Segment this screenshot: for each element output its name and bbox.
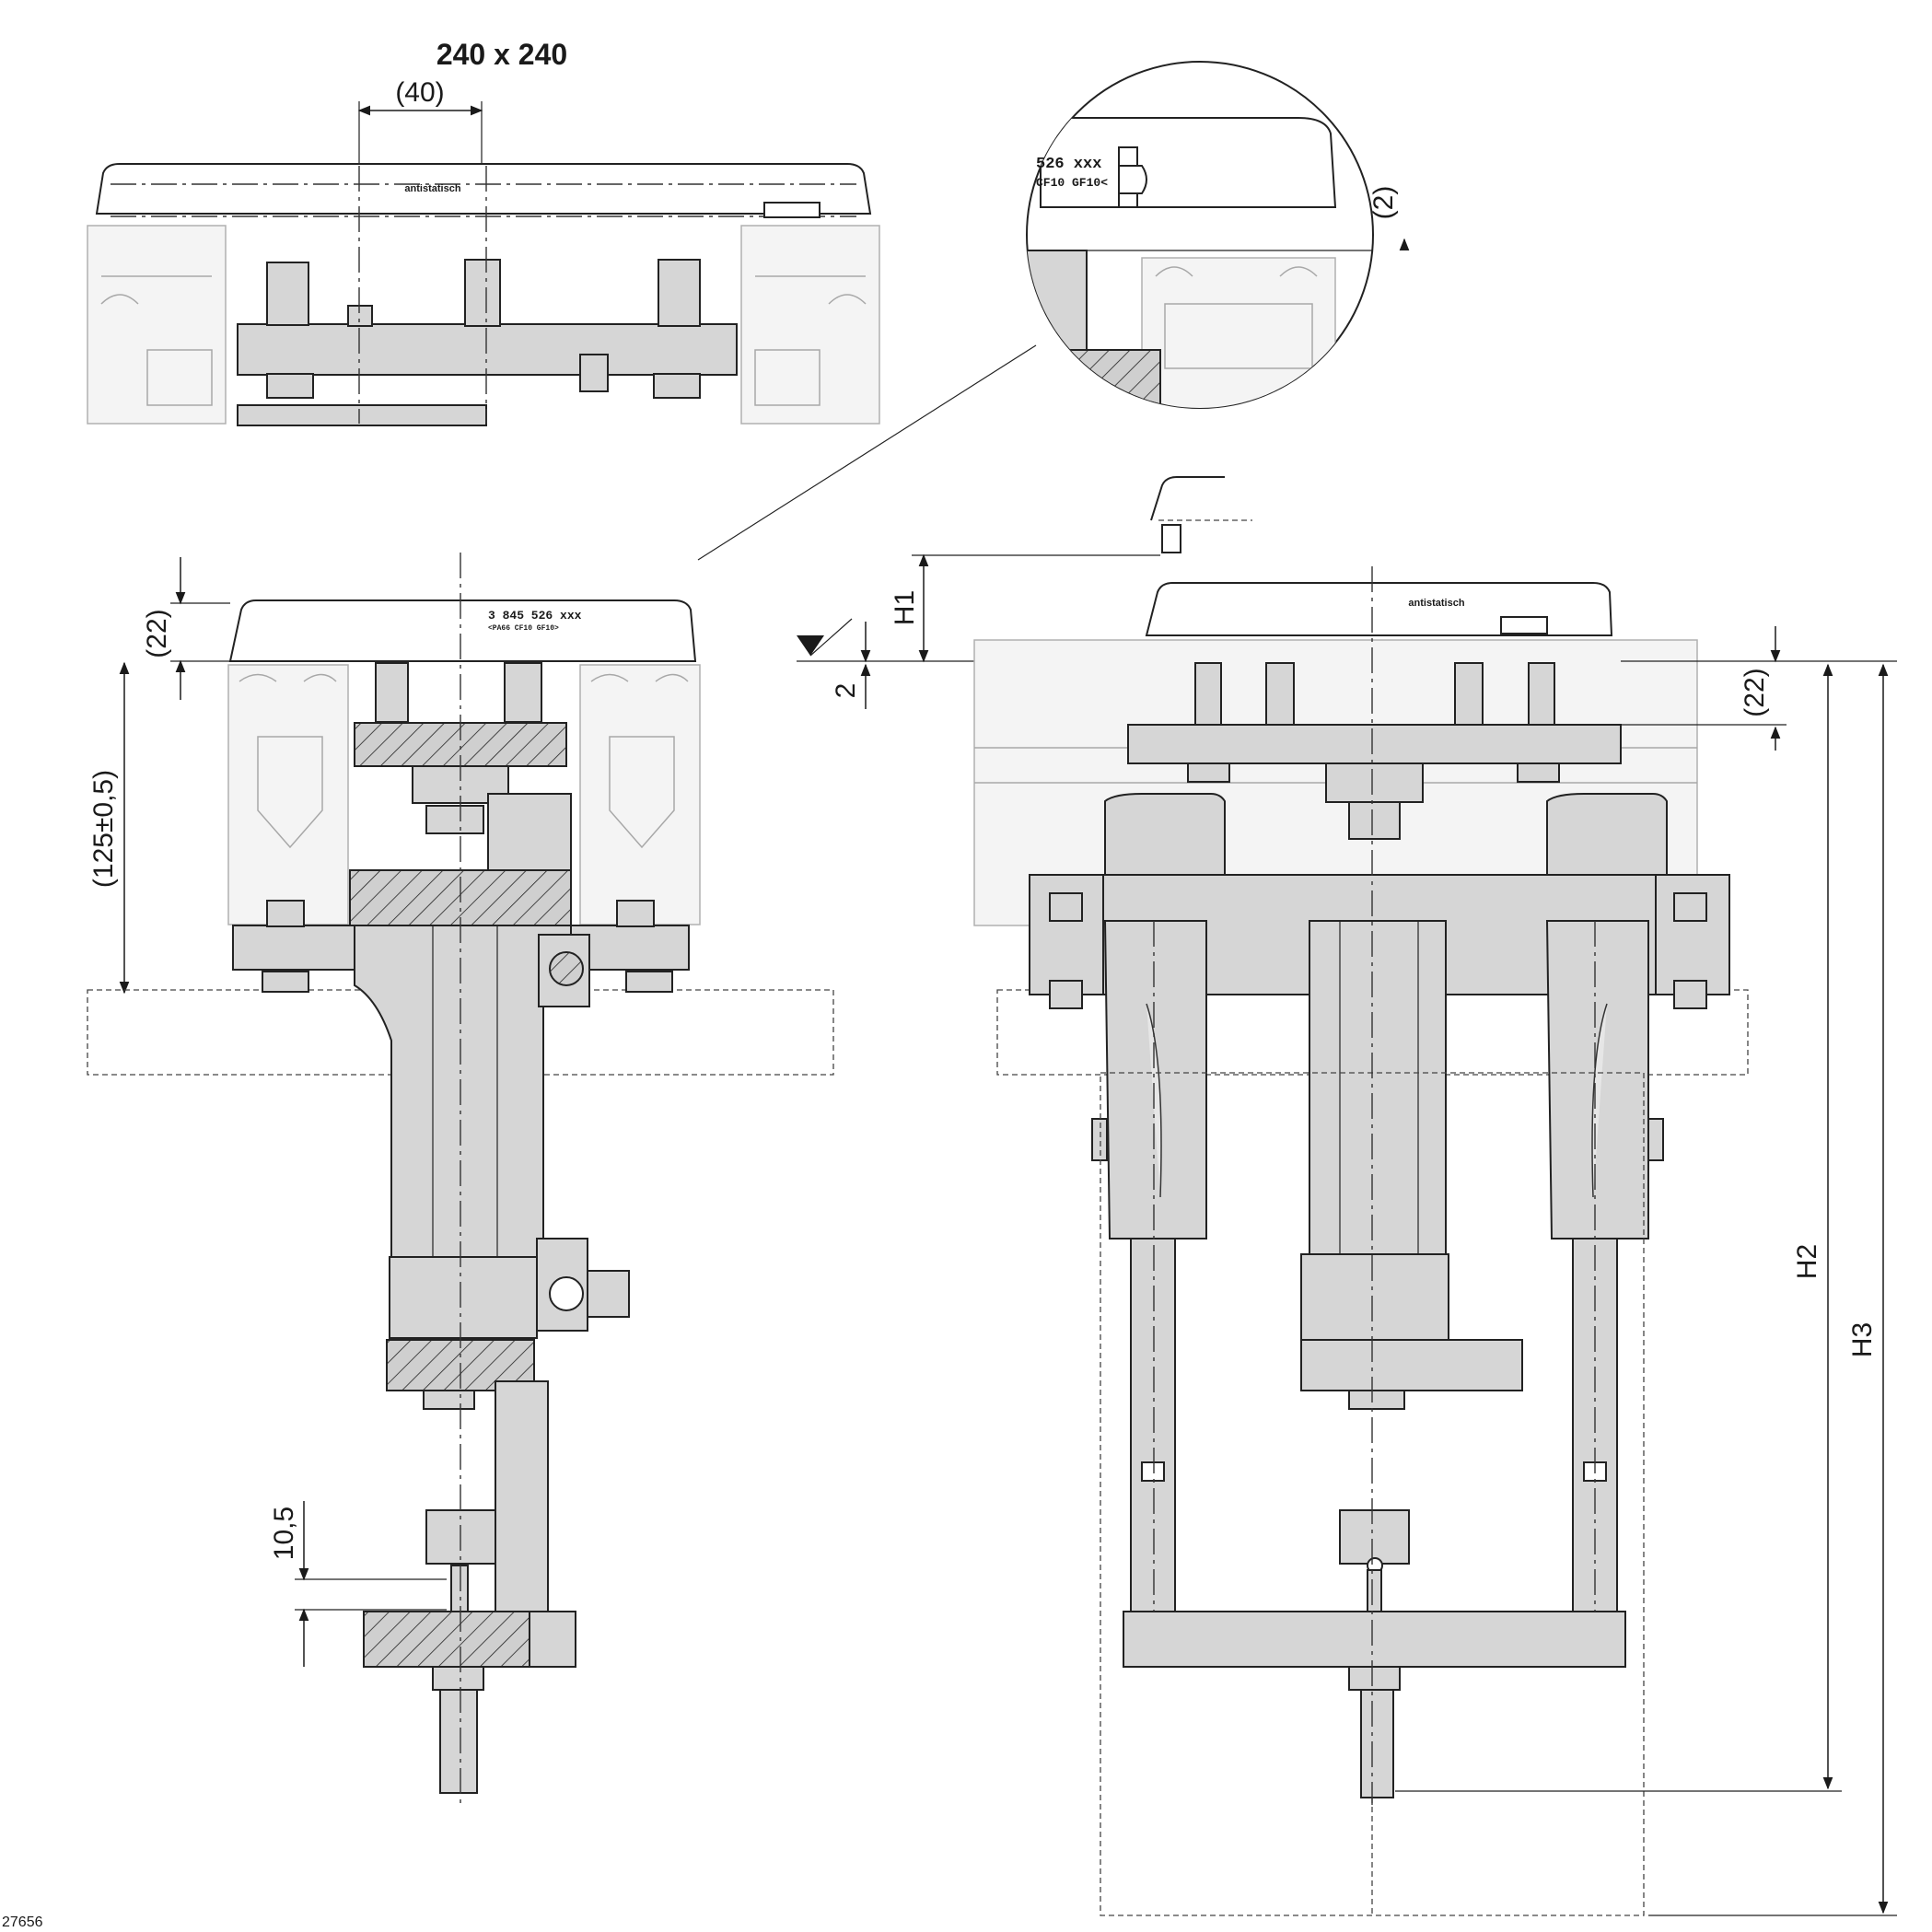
cylinder-flange: [389, 1256, 538, 1339]
carrier-label: antistatisch: [404, 183, 460, 194]
surface-symbol-leg: [809, 618, 853, 657]
left-material-code: <PA66 CF10 GF10>: [488, 624, 559, 633]
lift-bar-nut-right: [1517, 762, 1560, 783]
stud-left: [347, 305, 373, 327]
detail-dim-2: (2): [1368, 186, 1399, 220]
right-dim-h1: H1: [890, 590, 920, 625]
stop-stem: [450, 1565, 469, 1612]
base-section: [363, 1611, 530, 1668]
mount-clamp-left: [266, 900, 305, 927]
left-view: (22) (125±0,5) 3 845 526 xxx <PA66 CF10 …: [87, 553, 834, 1805]
right-view: H1 2 antistatisch (22): [797, 476, 1897, 1916]
workpiece-carrier: [95, 163, 872, 215]
nut-right: [653, 373, 701, 399]
left-dim-10-5: 10,5: [269, 1507, 299, 1560]
fitting-port: [549, 1276, 584, 1311]
right-dim-h3: H3: [1847, 1322, 1878, 1357]
base-nut: [432, 1666, 484, 1691]
left-profile-b-lines: [590, 673, 689, 849]
surface-symbol-icon: [797, 635, 824, 656]
mount-nut-right: [625, 971, 673, 993]
top-view: 240 x 240 (40) antistatisch: [87, 38, 880, 426]
detail-d-mark: [1118, 165, 1147, 194]
right-end-stop: [1339, 1509, 1410, 1565]
drawing-number: 27656: [2, 1915, 43, 1930]
lift-bar: [237, 323, 738, 376]
guide-rod-left: [1130, 1238, 1176, 1617]
frame-bolt-rt: [1673, 892, 1707, 922]
center-block: [1325, 762, 1424, 803]
right-carrier: [1145, 582, 1613, 636]
mount-nut-left: [262, 971, 309, 993]
rod-collar: [423, 1390, 475, 1410]
left-pin-a: [375, 662, 409, 723]
frame-bolt-rb: [1673, 980, 1707, 1009]
conveyor-profile-right: [740, 225, 880, 425]
right-pin-d: [1528, 662, 1555, 727]
housing-tab-right: [1647, 1118, 1664, 1161]
left-profile-a-lines: [239, 673, 337, 849]
right-dim-22: (22): [1740, 668, 1770, 716]
right-piston-rod: [1360, 1689, 1394, 1798]
detail-part-number: 526 xxx: [1036, 156, 1101, 173]
right-carrier-tag: [1500, 616, 1548, 634]
left-pin-b: [504, 662, 542, 723]
tower-left-top: [1104, 793, 1226, 880]
raised-carrier: [1150, 476, 1225, 521]
detail-profile: [1141, 257, 1336, 408]
side-bolt: [579, 354, 609, 392]
locating-pin-center: [464, 259, 501, 327]
right-cylinder: [1309, 920, 1447, 1255]
guide-rod-mark-left: [1141, 1461, 1165, 1482]
left-carrier: [228, 599, 697, 662]
frame-bolt-lb: [1049, 980, 1083, 1009]
right-base-bar: [1123, 1611, 1626, 1668]
cylinder-top: [237, 404, 487, 426]
carrier-tag: [763, 202, 821, 218]
mount-clamp-right: [616, 900, 655, 927]
detail-section: [1067, 349, 1161, 408]
piston-rod-end: [439, 1689, 478, 1794]
right-stop-stem: [1367, 1569, 1382, 1612]
left-profile-b: [579, 664, 701, 925]
guide-rod: [495, 1380, 549, 1612]
base-block: [529, 1611, 576, 1668]
right-base-nut: [1348, 1666, 1401, 1691]
valve-section: [549, 951, 584, 986]
right-lift-bar: [1127, 724, 1622, 764]
conveyor-profile-left: [87, 225, 227, 425]
fitting-nut: [587, 1270, 630, 1318]
left-dim-125: (125±0,5): [88, 770, 119, 888]
locating-pin-left: [266, 262, 309, 326]
left-profile-a: [227, 664, 349, 925]
view-title: 240 x 240: [436, 38, 567, 71]
right-pin-a: [1194, 662, 1222, 727]
nut-left: [266, 373, 314, 399]
tower-right-top: [1546, 793, 1668, 880]
housing-curve-right: [1591, 1003, 1608, 1198]
detail-view: 526 xxx CF10 GF10< (2): [697, 61, 1410, 561]
housing-tab-left: [1091, 1118, 1108, 1161]
right-pin-c: [1454, 662, 1484, 727]
right-cylinder-collar: [1348, 1390, 1405, 1410]
detail-leader: [697, 344, 1037, 561]
left-dim-22: (22): [142, 609, 172, 658]
frame-bolt-lt: [1049, 892, 1083, 922]
detail-material-code: CF10 GF10<: [1036, 176, 1108, 190]
right-dim-h2: H2: [1792, 1244, 1822, 1279]
right-cylinder-base: [1300, 1339, 1523, 1391]
right-carrier-label: antistatisch: [1408, 598, 1464, 609]
right-pin-b: [1265, 662, 1295, 727]
locating-pin-right: [658, 259, 701, 327]
right-cylinder-flange: [1300, 1253, 1449, 1343]
raised-carrier-pin: [1161, 524, 1181, 553]
center-nut: [1348, 801, 1401, 840]
left-part-number: 3 845 526 xxx: [488, 609, 582, 623]
right-dim-2: 2: [831, 683, 861, 699]
rod-nut: [425, 805, 484, 834]
dim-40-label: (40): [395, 77, 444, 108]
detail-carrier: [1040, 117, 1337, 208]
lift-bar-nut-left: [1187, 762, 1230, 783]
